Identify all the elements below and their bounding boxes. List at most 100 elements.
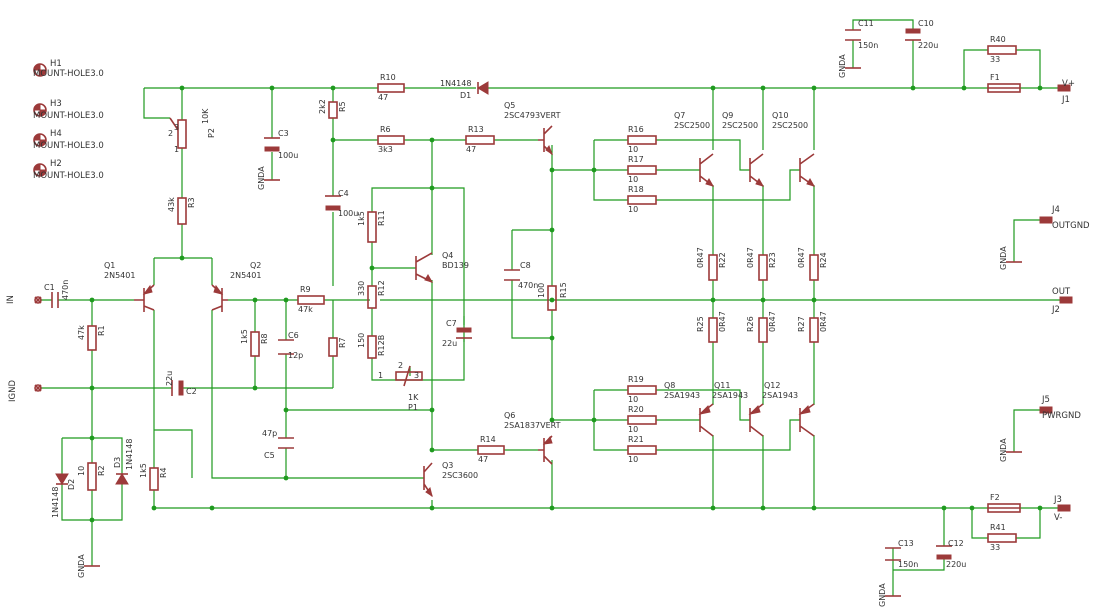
svg-text:GNDA: GNDA [77,554,86,578]
svg-text:3k3: 3k3 [378,145,393,154]
svg-text:2SA1837VERT: 2SA1837VERT [504,421,561,430]
svg-text:H1: H1 [50,59,62,69]
svg-text:Q1: Q1 [104,261,115,270]
svg-text:D2: D2 [67,479,76,490]
svg-text:47: 47 [466,145,476,154]
svg-text:R19: R19 [628,375,644,384]
svg-text:10: 10 [628,455,638,464]
svg-text:43k: 43k [167,197,176,212]
ground-symbols: GNDA GNDA GNDA GNDA GNDA GNDA [77,54,1022,607]
svg-text:Q7: Q7 [674,111,685,120]
svg-text:0R47: 0R47 [768,311,777,332]
svg-text:J1: J1 [1061,95,1070,105]
resistors: R1 47k R2 10 R3 43k R4 1k5 R5 2k2 R7 R8 … [77,35,1017,552]
svg-text:R20: R20 [628,405,644,414]
svg-text:1k5: 1k5 [357,211,366,226]
svg-text:Q11: Q11 [714,381,730,390]
svg-text:R14: R14 [480,435,496,444]
svg-text:R41: R41 [990,523,1006,532]
svg-text:1k5: 1k5 [139,463,148,478]
svg-text:R25: R25 [696,316,705,332]
resistor-r13: R13 47 [465,125,495,154]
svg-text:0R47: 0R47 [797,247,806,268]
svg-text:C12: C12 [948,539,964,548]
svg-text:R18: R18 [628,185,644,194]
svg-text:R12: R12 [377,280,386,296]
svg-text:IN: IN [6,295,16,304]
svg-text:Q5: Q5 [504,101,515,110]
svg-text:0R47: 0R47 [718,311,727,332]
svg-text:470n: 470n [518,281,538,290]
svg-text:R23: R23 [768,252,777,268]
svg-text:R17: R17 [628,155,644,164]
svg-text:100u: 100u [338,209,358,218]
svg-text:P2: P2 [207,128,216,138]
svg-text:10: 10 [628,425,638,434]
svg-text:Q2: Q2 [250,261,261,270]
resistor-r7: R7 [328,337,347,357]
potentiometer-p2: 2 3 1 10K P2 [168,108,216,154]
wires [40,19,1060,596]
svg-text:R5: R5 [338,101,347,112]
svg-text:F2: F2 [990,493,1000,502]
svg-text:H3: H3 [50,99,62,109]
connector-j3: J3V- [1053,495,1071,523]
resistor-r12: R12 330 [357,280,386,309]
capacitor-c1: C1 470n [44,280,70,308]
diode-d3: D3 1N4148 [113,439,134,485]
svg-text:R6: R6 [380,125,391,134]
resistor-r24: R24 0R47 [797,247,828,281]
connector-ignd: IGND [8,380,42,402]
resistor-r6: R6 3k3 [377,125,405,154]
svg-text:12p: 12p [288,351,303,360]
svg-text:R15: R15 [559,282,568,298]
svg-text:3: 3 [174,123,179,132]
svg-text:2SC2500: 2SC2500 [772,121,808,130]
svg-text:R10: R10 [380,73,396,82]
svg-text:C11: C11 [858,19,874,28]
svg-text:2SA1943: 2SA1943 [712,391,748,400]
svg-text:2N5401: 2N5401 [230,271,261,280]
svg-text:R16: R16 [628,125,644,134]
resistor-r11: R11 1k5 [357,210,386,243]
svg-text:Q4: Q4 [442,251,453,260]
fuses: F1 F2 [987,73,1021,513]
svg-text:2: 2 [168,129,173,138]
svg-text:H4: H4 [50,129,62,139]
svg-text:470n: 470n [61,280,70,300]
resistor-r5: R5 2k2 [318,99,347,119]
svg-text:R9: R9 [300,285,311,294]
svg-text:MOUNT-HOLE3.0: MOUNT-HOLE3.0 [33,171,104,181]
svg-text:J3: J3 [1053,495,1062,505]
svg-text:IGND: IGND [8,380,18,402]
svg-text:R4: R4 [159,467,168,478]
svg-text:Q10: Q10 [772,111,788,120]
svg-text:C10: C10 [918,19,934,28]
svg-text:MOUNT-HOLE3.0: MOUNT-HOLE3.0 [33,141,104,151]
svg-text:F1: F1 [990,73,1000,82]
resistor-r2: R2 10 [77,462,106,491]
svg-text:R13: R13 [468,125,484,134]
svg-text:0R47: 0R47 [746,247,755,268]
ground-j5: GNDA [999,438,1022,462]
svg-text:150n: 150n [898,560,918,569]
svg-text:GNDA: GNDA [838,54,847,78]
svg-text:2SA1943: 2SA1943 [664,391,700,400]
svg-text:D3: D3 [113,457,122,468]
svg-text:220u: 220u [918,41,938,50]
